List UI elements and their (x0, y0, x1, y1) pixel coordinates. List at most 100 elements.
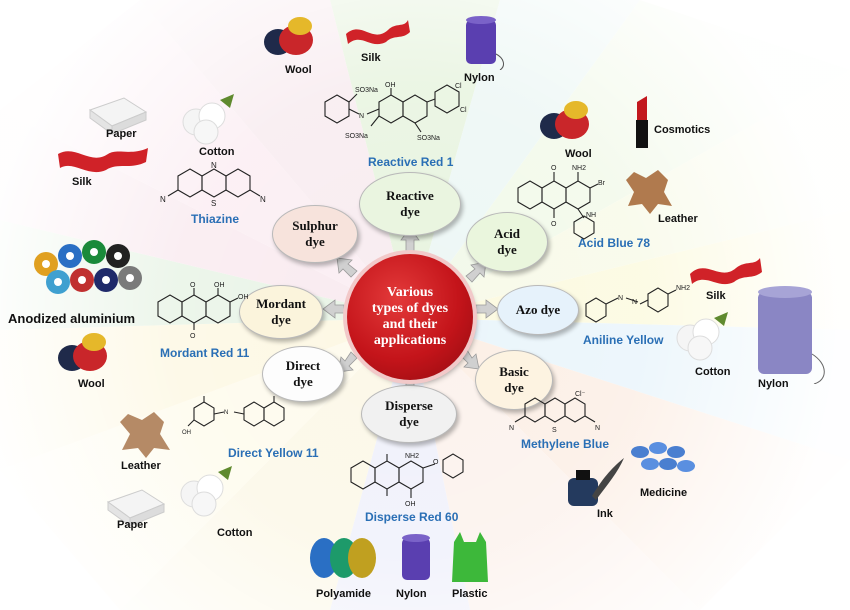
oxo-label-1: O (551, 165, 557, 172)
center-label: Various types of dyes and their applicat… (371, 284, 449, 349)
ink-bottle-icon (568, 458, 624, 506)
reactive-app-nylon: Nylon (464, 72, 495, 84)
thiazine-s-label: S (552, 427, 557, 434)
direct-yellow-11-structure: N OH (182, 396, 285, 436)
yarn-ball-icon (540, 101, 589, 139)
acid-dye-label: Acid dye (494, 226, 520, 257)
disperse-oh-label: OH (405, 501, 416, 508)
mordant-oxo-2: O (190, 333, 196, 340)
reactive-red-1-structure: N OH SO3Na SO3Na SO3Na Cl Cl (324, 82, 467, 142)
direct-dye-label: Direct dye (285, 358, 321, 389)
chloro-label-2: Cl (460, 107, 467, 114)
paper-stack-icon (106, 489, 166, 527)
cotton-boll-icon (676, 312, 728, 361)
acid-dye-example: Acid Blue 78 (578, 236, 651, 250)
disperse-dye-example: Disperse Red 60 (365, 510, 459, 524)
disperse-app-plastic: Plastic (452, 588, 488, 600)
basic-app-medicine: Medicine (640, 487, 688, 499)
sulphur-dye-example: Thiazine (191, 212, 240, 226)
disperse-amine-label: NH2 (405, 453, 419, 460)
sulphur-dye-bubble: Sulphur dye (272, 205, 358, 263)
mordant-oxo-1: O (190, 282, 196, 289)
direct-oh-label: OH (182, 430, 191, 436)
reactive-app-silk: Silk (361, 52, 381, 64)
azo-app-nylon: Nylon (758, 378, 789, 390)
azo-dye-bubble: Azo dye (497, 285, 579, 335)
sulphur-app-paper: Paper (106, 128, 137, 140)
aniline-yellow-structure: N N NH2 (585, 285, 690, 323)
direct-azo-n: N (224, 410, 228, 416)
mordant-app-anodized-aluminium: Anodized aluminium (8, 311, 136, 326)
thread-spool-icon (466, 16, 504, 70)
mordant-dye-label: Mordant dye (256, 296, 306, 327)
hydroxyl-label: OH (385, 82, 396, 89)
acid-app-cosmotics: Cosmotics (654, 124, 711, 136)
disperse-dye-bubble: Disperse dye (361, 385, 457, 443)
sulfonate-label-2: SO3Na (345, 133, 368, 140)
oxo-label-2: O (551, 221, 557, 228)
thiazine-n-left: N (160, 195, 166, 204)
azo-n-label-a: N (618, 295, 623, 302)
disperse-red-60-structure: NH2 O OH (350, 453, 464, 508)
acid-app-wool: Wool (565, 148, 592, 160)
aniline-amine-label: NH2 (676, 285, 690, 292)
mordant-dye-example: Mordant Red 11 (160, 346, 250, 360)
silk-ribbon-icon (58, 148, 148, 173)
disperse-app-nylon: Nylon (396, 588, 427, 600)
dimethylamine-n-left: N (509, 425, 514, 432)
sulfonate-label-1: SO3Na (355, 87, 378, 94)
acid-dye-bubble: Acid dye (466, 212, 548, 272)
basic-dye-bubble: Basic dye (475, 350, 553, 410)
leather-hide-icon (626, 170, 672, 214)
reactive-dye-example: Reactive Red 1 (368, 155, 454, 169)
sulfonate-label-3: SO3Na (417, 135, 440, 142)
thread-spool-icon (758, 286, 825, 384)
lipstick-icon (636, 96, 648, 148)
azo-dye-example: Aniline Yellow (583, 333, 664, 347)
amine-label: NH2 (572, 165, 586, 172)
direct-dye-bubble: Direct dye (262, 346, 344, 402)
cotton-boll-icon (182, 94, 234, 145)
nh-label: NH (586, 212, 596, 219)
sulphur-app-cotton: Cotton (199, 146, 235, 158)
disperse-dye-label: Disperse dye (385, 398, 433, 429)
polyamide-reels-icon (310, 538, 376, 578)
thiazine-n-right: N (260, 195, 266, 204)
methylene-blue-structure: N N S Cl⁻ (509, 391, 600, 434)
direct-app-leather: Leather (121, 460, 161, 472)
sulphur-dye-label: Sulphur dye (292, 218, 338, 249)
direct-app-paper: Paper (117, 519, 148, 531)
thiazine-structure: N N S N (160, 162, 266, 208)
basic-app-ink: Ink (597, 508, 613, 520)
ether-o-label: O (433, 459, 439, 466)
disperse-app-polyamide: Polyamide (316, 588, 372, 600)
mordant-red-11-structure: O O OH OH (157, 282, 249, 340)
azo-dye-label: Azo dye (515, 302, 561, 318)
acid-app-leather: Leather (658, 213, 698, 225)
azo-app-cotton: Cotton (695, 366, 731, 378)
azo-app-silk: Silk (706, 290, 726, 302)
center-circle: Various types of dyes and their applicat… (347, 254, 473, 380)
azo-n-label-b: N (632, 299, 637, 306)
basic-dye-example: Methylene Blue (521, 437, 610, 451)
chloride-label: Cl⁻ (575, 391, 586, 398)
paper-stack-icon (88, 97, 148, 135)
mordant-app-wool: Wool (78, 378, 105, 390)
plastic-bag-icon (452, 532, 488, 582)
pills-icon (631, 442, 695, 472)
mordant-oh-2: OH (238, 294, 249, 301)
mordant-oh-1: OH (214, 282, 225, 289)
mordant-dye-bubble: Mordant dye (239, 285, 323, 339)
sulphur-app-silk: Silk (72, 176, 92, 188)
chloro-label-1: Cl (455, 83, 462, 90)
yarn-ball-icon (58, 333, 107, 371)
reactive-dye-label: Reactive dye (386, 188, 434, 219)
direct-dye-example: Direct Yellow 11 (228, 446, 319, 460)
acid-blue-78-structure: O O NH2 Br NH (517, 165, 606, 240)
leather-hide-icon (120, 412, 170, 458)
reactive-app-wool: Wool (285, 64, 312, 76)
cotton-boll-icon (180, 466, 232, 517)
silk-ribbon-icon (690, 258, 762, 285)
anodized-rolls-icon (34, 240, 142, 294)
